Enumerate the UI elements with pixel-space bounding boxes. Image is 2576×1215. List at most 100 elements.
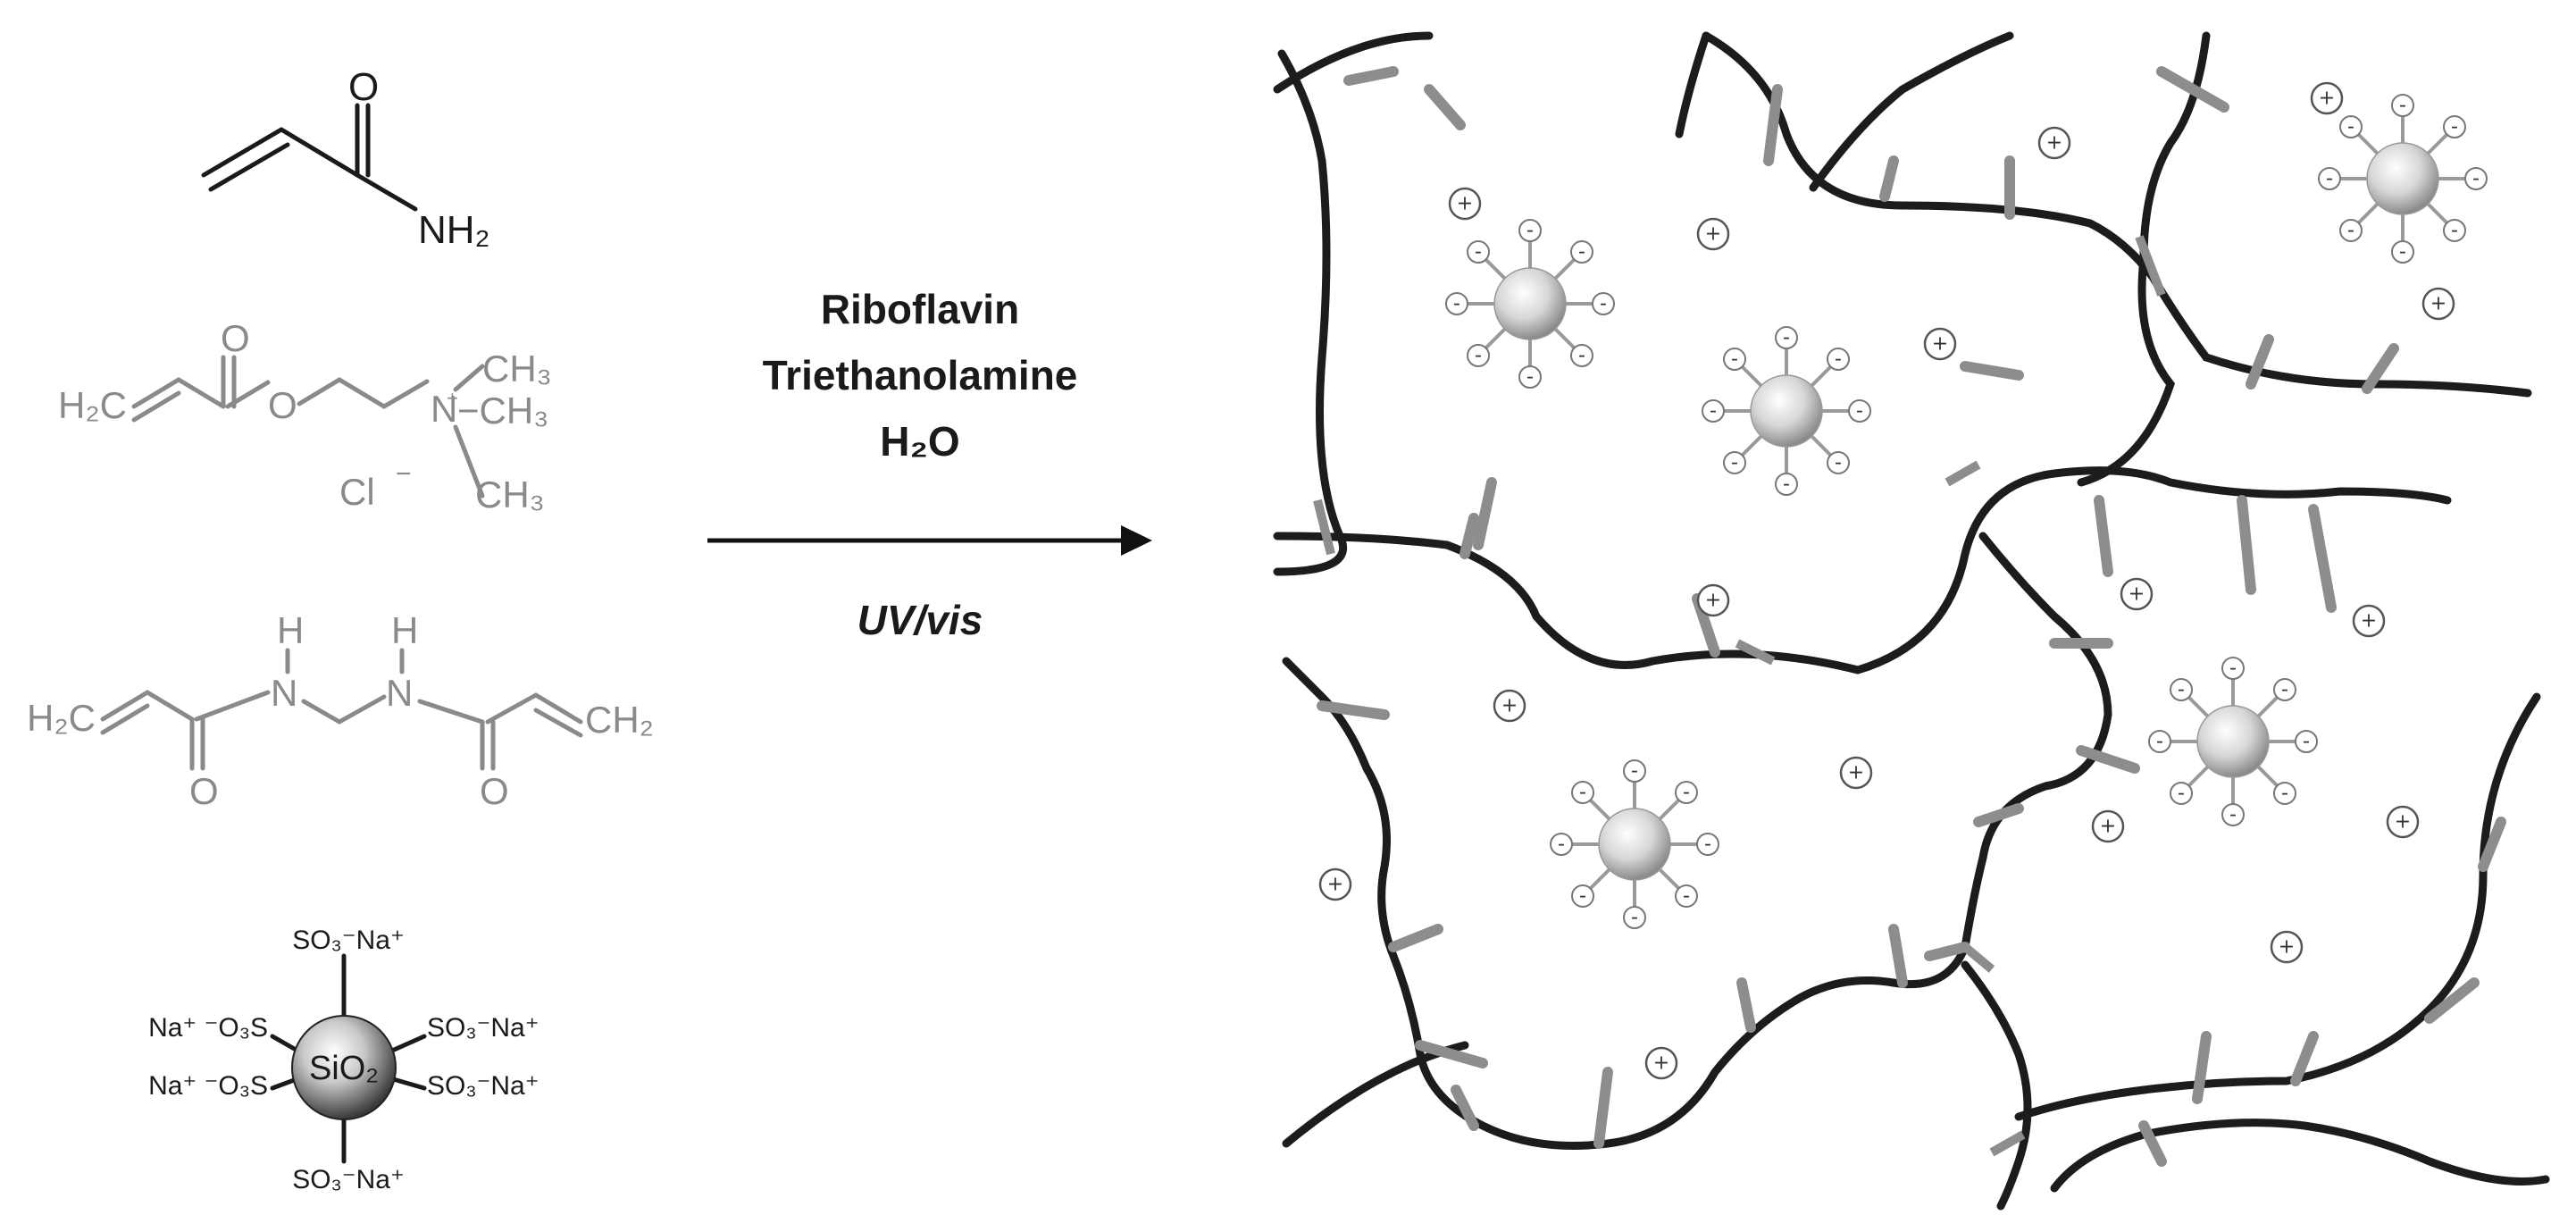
nanoparticle-sphere [1493,267,1567,340]
charged-nanoparticles: ---------------------------------------- [1445,94,2488,929]
polymer-chain [2050,1119,2550,1193]
chain-segment [2135,235,2166,297]
positive-charge-symbol: + [2100,816,2116,838]
negative-charge-symbol: - [1578,344,1585,366]
acrylamide-structure: O NH₂ [201,65,490,252]
negative-charge-icon [1723,450,1747,474]
silica-group-right-lower: SO₃⁻Na⁺ [427,1071,539,1101]
negative-charge-symbol: - [2399,241,2406,264]
negative-charge-symbol: - [1783,327,1790,349]
positive-charge-symbol: + [2046,132,2062,155]
negative-charge-icon [1571,884,1595,908]
mba-h-left: H [277,609,304,651]
negative-charge-icon [1775,473,1798,496]
negative-charge-symbol: - [2451,219,2458,241]
polymer-chain [1273,31,1434,94]
negative-charge-icon [2339,115,2363,139]
negative-charge-icon [1674,884,1698,908]
negative-charge-symbol: - [1631,907,1638,929]
condition-riboflavin: Riboflavin [821,286,1019,332]
cation: + [1318,867,1352,901]
negative-charge-symbol: - [2303,731,2310,753]
silica-core-label: SiO₂ [309,1050,379,1087]
positive-charge-icon [1644,1046,1678,1080]
activation-uv-vis: UV/vis [857,597,983,643]
silica-nanoparticle: SiO₂ SO₃⁻Na⁺ SO₃⁻Na⁺ Na⁺ ⁻O₃S Na⁺ ⁻O₃S S… [148,926,539,1194]
mba-o-left: O [189,770,219,812]
condition-triethanolamine: Triethanolamine [763,352,1078,398]
negative-charge-symbol: - [1783,473,1790,496]
negative-charge-symbol: - [1578,241,1585,264]
negative-charge-icon [2442,218,2466,242]
negative-charge-icon [2272,781,2296,805]
positive-charge-symbol: + [2129,583,2145,606]
nanoparticle-sphere [2366,142,2439,215]
negative-charge-symbol: - [2472,168,2480,190]
mba-n-right: N [386,672,413,714]
negative-charge-icon [2442,115,2466,139]
negative-charge-symbol: - [1475,344,1482,366]
quat-ester-o: O [268,384,297,426]
negative-charge-symbol: - [1526,220,1534,242]
negative-charge-symbol: - [1683,884,1690,907]
mba-h2c-left: H₂C [27,697,96,739]
amide-bond [355,172,418,212]
positive-charge-icon [1923,327,1957,361]
acrylamide-nh2: NH₂ [418,208,490,252]
cation: + [2421,287,2455,321]
negative-charge-icon [1518,365,1542,389]
positive-charge-icon [2270,930,2304,964]
positive-charge-icon [2037,126,2071,160]
positive-charge-symbol: + [2395,811,2411,834]
nanoparticle: -------- [2148,657,2318,826]
positive-charge-symbol: + [1653,1052,1669,1075]
hydrogel-network: ----------------------------------------… [1273,31,2550,1211]
polymer-chain [1675,31,1710,138]
cation: + [1923,327,1957,361]
negative-charge-symbol: - [1579,782,1586,804]
positive-charge-symbol: + [2430,293,2446,315]
negative-charge-icon [1569,240,1593,264]
condition-water: H₂O [880,418,959,465]
negative-charge-icon [1467,240,1491,264]
positive-charge-symbol: + [1705,590,1721,612]
negative-charge-icon [2170,781,2194,805]
negative-charge-icon [2318,167,2341,190]
negative-charge-symbol: - [1631,760,1638,783]
negative-charge-icon [1623,759,1646,783]
quat-ch3-mid: −CH₃ [457,390,548,432]
negative-charge-symbol: - [1731,348,1738,371]
negative-charge-icon [1550,833,1573,856]
nanoparticle-sphere [2196,705,2270,778]
positive-charge-icon [2421,287,2455,321]
cation: + [1448,187,1482,221]
negative-charge-symbol: - [2178,782,2185,804]
cation: + [1493,689,1526,723]
mba-o-right: O [480,770,509,812]
positive-charge-icon [2352,604,2386,638]
mba-h-right: H [391,609,418,651]
nanoparticle-sphere [1750,374,1823,448]
positive-charge-icon [1448,187,1482,221]
negative-charge-symbol: - [1731,451,1738,473]
negative-charge-icon [2391,240,2414,264]
pendant-branches [1317,66,2506,1167]
quat-chloride: Cl [339,471,375,513]
positive-charge-symbol: + [2279,936,2295,959]
negative-charge-symbol: - [2347,116,2354,138]
negative-charge-symbol: - [1856,400,1863,423]
negative-charge-symbol: - [2347,219,2354,241]
chain-segment [1961,943,1995,973]
negative-charge-icon [1623,906,1646,929]
cation: + [2310,81,2344,115]
nanoparticle-sphere [1598,808,1671,881]
negative-charge-icon [1696,833,1719,856]
negative-charge-symbol: - [1526,366,1534,389]
negative-charge-icon [2221,657,2245,680]
silica-group-top: SO₃⁻Na⁺ [292,926,405,955]
polymer-chain [1809,31,2014,192]
positive-charge-symbol: + [2361,610,2377,633]
arrow-head [1121,525,1152,556]
cation: + [2352,604,2386,638]
